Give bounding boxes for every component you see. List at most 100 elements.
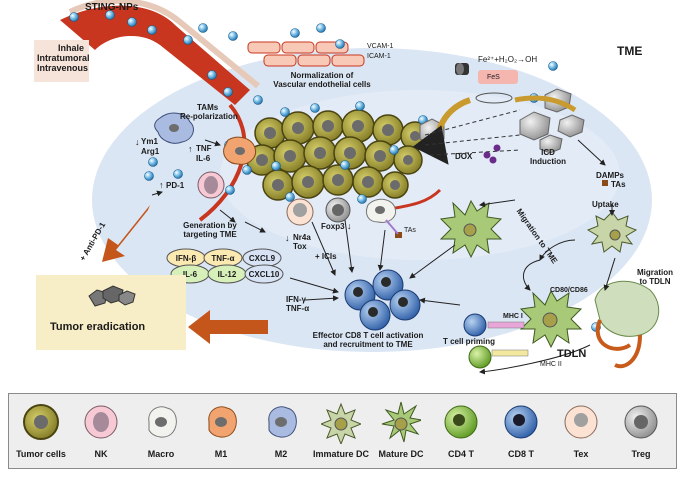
damps-marker xyxy=(602,180,608,186)
uptake-label: Uptake xyxy=(592,200,619,209)
legend-item-nk: NK xyxy=(71,394,131,468)
tumor-eradication-label: Tumor eradication xyxy=(50,321,146,333)
cytokine-ellipses xyxy=(166,248,284,284)
up-arrow-icon: ↑ xyxy=(188,144,193,154)
eradicated-tumor-icon xyxy=(88,285,136,307)
tas-legend-label: TAs xyxy=(611,180,626,189)
legend-label: M1 xyxy=(214,449,228,459)
repolarization-label: Re-polarization xyxy=(180,112,238,121)
mhc1-receptor xyxy=(487,321,525,329)
cytokine-cxcl9: CXCL9 xyxy=(248,254,276,263)
tas-small-label: TAs xyxy=(404,227,416,234)
fes-particle xyxy=(478,70,518,84)
effector-label-2: and recruitment to TME xyxy=(323,340,413,349)
generation-label-2: targeting TME xyxy=(183,230,237,239)
t-priming-label: T cell priming xyxy=(443,337,496,346)
cd4-t-cell-icon xyxy=(444,405,478,439)
dox-label: DOX xyxy=(455,152,473,161)
tumor-cell-icon xyxy=(23,404,59,440)
tox-label: Tox xyxy=(293,242,307,251)
legend-item-m1: M1 xyxy=(191,394,251,468)
down-arrow-icon-treg: ↓ xyxy=(347,221,352,231)
sting-nps-label: STING-NPs xyxy=(85,2,139,13)
curved-arrow-icon-2 xyxy=(514,95,577,113)
down-arrow-icon: ↓ xyxy=(135,137,140,147)
tnf-alpha-label: TNF-α xyxy=(286,304,310,313)
cytokine-tnf-alpha: TNF-α xyxy=(211,254,235,263)
legend-label: CD4 T xyxy=(447,449,474,459)
ifn-gamma-label: IFN-γ xyxy=(286,295,306,304)
blood-vessel xyxy=(60,5,250,106)
legend-item-mature-dc: Mature DC xyxy=(371,394,431,468)
administration-route-box xyxy=(34,40,89,82)
legend-label: Macro xyxy=(147,449,175,459)
legend-label: NK xyxy=(94,449,108,459)
anti-pd1-arrow xyxy=(102,205,150,262)
vcam-label: VCAM-1 xyxy=(367,43,394,50)
migration-tdln-label-2: to TDLN xyxy=(639,277,671,286)
legend-label: CD8 T xyxy=(507,449,534,459)
up-arrow-icon-pd1: ↑ xyxy=(159,180,164,190)
migration-tdln-label-1: Migration xyxy=(637,268,673,277)
fes-label: FeS xyxy=(487,74,500,81)
immature-dc-uptake xyxy=(586,211,638,253)
tdln-label: TDLN xyxy=(557,348,587,360)
m2-macrophage-icon xyxy=(268,406,297,438)
route-inhale: Inhale xyxy=(58,43,85,53)
cd4-t-priming xyxy=(468,345,492,369)
mhc2-label: MHC II xyxy=(540,361,562,368)
effector-label-1: Effector CD8 T cell activation xyxy=(312,331,424,340)
route-intratumoral: Intratumoral xyxy=(37,53,90,63)
mhc1-label: MHC I xyxy=(503,313,523,320)
legend-item-cd8-t: CD8 T xyxy=(491,394,551,468)
fenton-label: Fe²⁺+H₂O₂→OH xyxy=(478,55,538,64)
il6-up-label: IL-6 xyxy=(196,154,211,163)
lymph-vessel xyxy=(595,319,642,369)
tumor-mass xyxy=(246,109,430,201)
normalization-label-1: Normalization of xyxy=(290,71,354,80)
effector-arrow xyxy=(188,310,268,344)
tams-label: TAMs xyxy=(197,103,219,112)
legend-item-m2: M2 xyxy=(251,394,311,468)
tme-label: TME xyxy=(617,44,643,58)
cd8-t-cell-icon xyxy=(504,405,538,439)
cell-legend: Tumor cells NK Macro M1 M2 Immature DC M… xyxy=(8,393,677,469)
mhc2-receptor xyxy=(491,349,529,357)
diagram-canvas xyxy=(60,0,660,375)
tumor-eradication-box: Tumor eradication xyxy=(36,275,186,350)
legend-label: Tex xyxy=(573,449,589,459)
tex-cell-icon xyxy=(564,405,598,439)
normalization-label-2: Vascular endothelial cells xyxy=(273,80,371,89)
mature-dc-tdln xyxy=(519,289,583,349)
cytokine-cxcl10: CXCL10 xyxy=(248,270,280,279)
down-arrow-icon-tex: ↓ xyxy=(285,233,290,243)
cytokine-il12: IL-12 xyxy=(217,270,237,279)
ym1-label: Ym1 xyxy=(141,137,158,146)
legend-item-immature-dc: Immature DC xyxy=(311,394,371,468)
icd-label-2: Induction xyxy=(530,157,566,166)
m1-macrophage-icon xyxy=(208,406,237,438)
legend-item-tex: Tex xyxy=(551,394,611,468)
macrophage-icon xyxy=(148,406,177,438)
legend-label: Immature DC xyxy=(312,449,369,459)
immature-dc-icon xyxy=(321,402,361,444)
legend-item-macro: Macro xyxy=(131,394,191,468)
cytokine-ifn-beta: IFN-β xyxy=(175,254,197,263)
icam-label: ICAM-1 xyxy=(367,53,391,60)
dox-molecules xyxy=(483,144,501,164)
blood-vessel-wall xyxy=(68,0,260,89)
cd80-cd86-label: CD80/CD86 xyxy=(550,287,588,294)
cytokine-il6: IL-6 xyxy=(182,270,198,279)
route-intravenous: Intravenous xyxy=(37,63,89,73)
tas-marker xyxy=(395,232,402,238)
nk-cell-icon xyxy=(84,405,118,439)
cd8-t-priming xyxy=(463,313,487,337)
icd-label-1: ICD xyxy=(541,148,555,157)
mature-dc-tme xyxy=(439,199,503,259)
tnf-label: TNF xyxy=(196,144,212,153)
icis-label: + ICIs xyxy=(315,252,337,261)
treg-cell-icon xyxy=(624,405,658,439)
arg1-label: Arg1 xyxy=(141,147,160,156)
icd-dashed-lines xyxy=(424,109,521,156)
sting-nanoparticles xyxy=(69,10,645,334)
